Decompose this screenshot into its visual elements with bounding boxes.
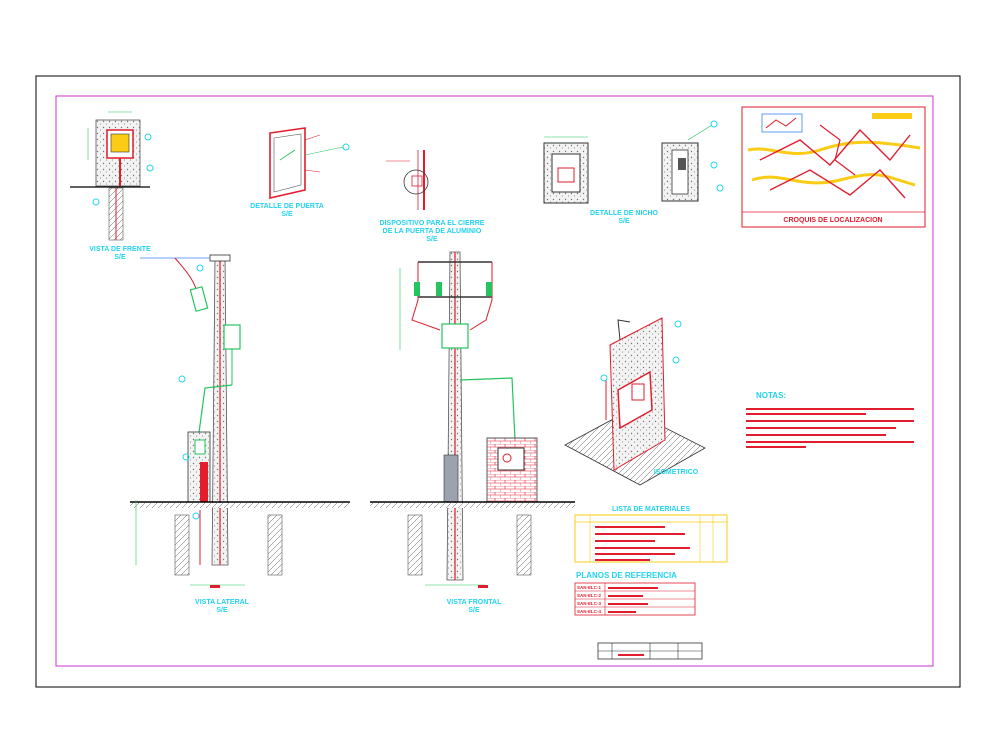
dispositivo-title-line2: DE LA PUERTA DE ALUMINIO [383,228,482,235]
plano-ref-1: SAN-ELC-1 [577,585,601,590]
croquis-map [741,106,926,228]
isometrico-title: ISOMETRICO [654,469,699,476]
planos-referencia-table: SAN-ELC-1 SAN-ELC-2 SAN-ELC-3 SAN-ELC-4 [574,582,696,616]
detalle-puerta-drawing [269,127,350,200]
detalle-puerta-scale: S/E [281,211,293,218]
vista-lateral-drawing [130,254,350,588]
detalle-nicho-scale: S/E [618,218,630,225]
croquis-title: CROQUIS DE LOCALIZACION [783,217,882,224]
vista-lateral-title: VISTA LATERAL [195,599,250,606]
plano-ref-4: SAN-ELC-4 [577,609,601,614]
vista-frontal-title: VISTA FRONTAL [447,599,502,606]
detalle-nicho-drawing [543,120,724,204]
vista-frente-title: VISTA DE FRENTE [89,246,151,253]
notas-title: NOTAS: [756,391,786,400]
plano-ref-2: SAN-ELC-2 [577,593,601,598]
inner-border [55,95,934,667]
vista-frontal-scale: S/E [468,607,480,614]
lista-materiales-title: LISTA DE MATERIALES [612,506,690,513]
isometrico-drawing [564,317,706,486]
notas-lines [746,408,914,448]
dispositivo-title-line1: DISPOSITIVO PARA EL CIERRE [380,220,485,227]
vista-frontal-drawing [370,251,575,588]
vista-frente-drawing [70,111,154,241]
planos-referencia-title: PLANOS DE REFERENCIA [576,571,677,580]
detalle-nicho-title: DETALLE DE NICHO [590,210,658,217]
vista-frente-scale: S/E [114,254,126,261]
title-block-strip [597,642,703,660]
vista-lateral-scale: S/E [216,607,228,614]
dispositivo-cierre-drawing [386,150,429,210]
detalle-puerta-title: DETALLE DE PUERTA [250,203,324,210]
dispositivo-scale: S/E [426,236,438,243]
plano-ref-3: SAN-ELC-3 [577,601,601,606]
lista-materiales-table [574,514,728,563]
outer-frame [35,75,961,688]
